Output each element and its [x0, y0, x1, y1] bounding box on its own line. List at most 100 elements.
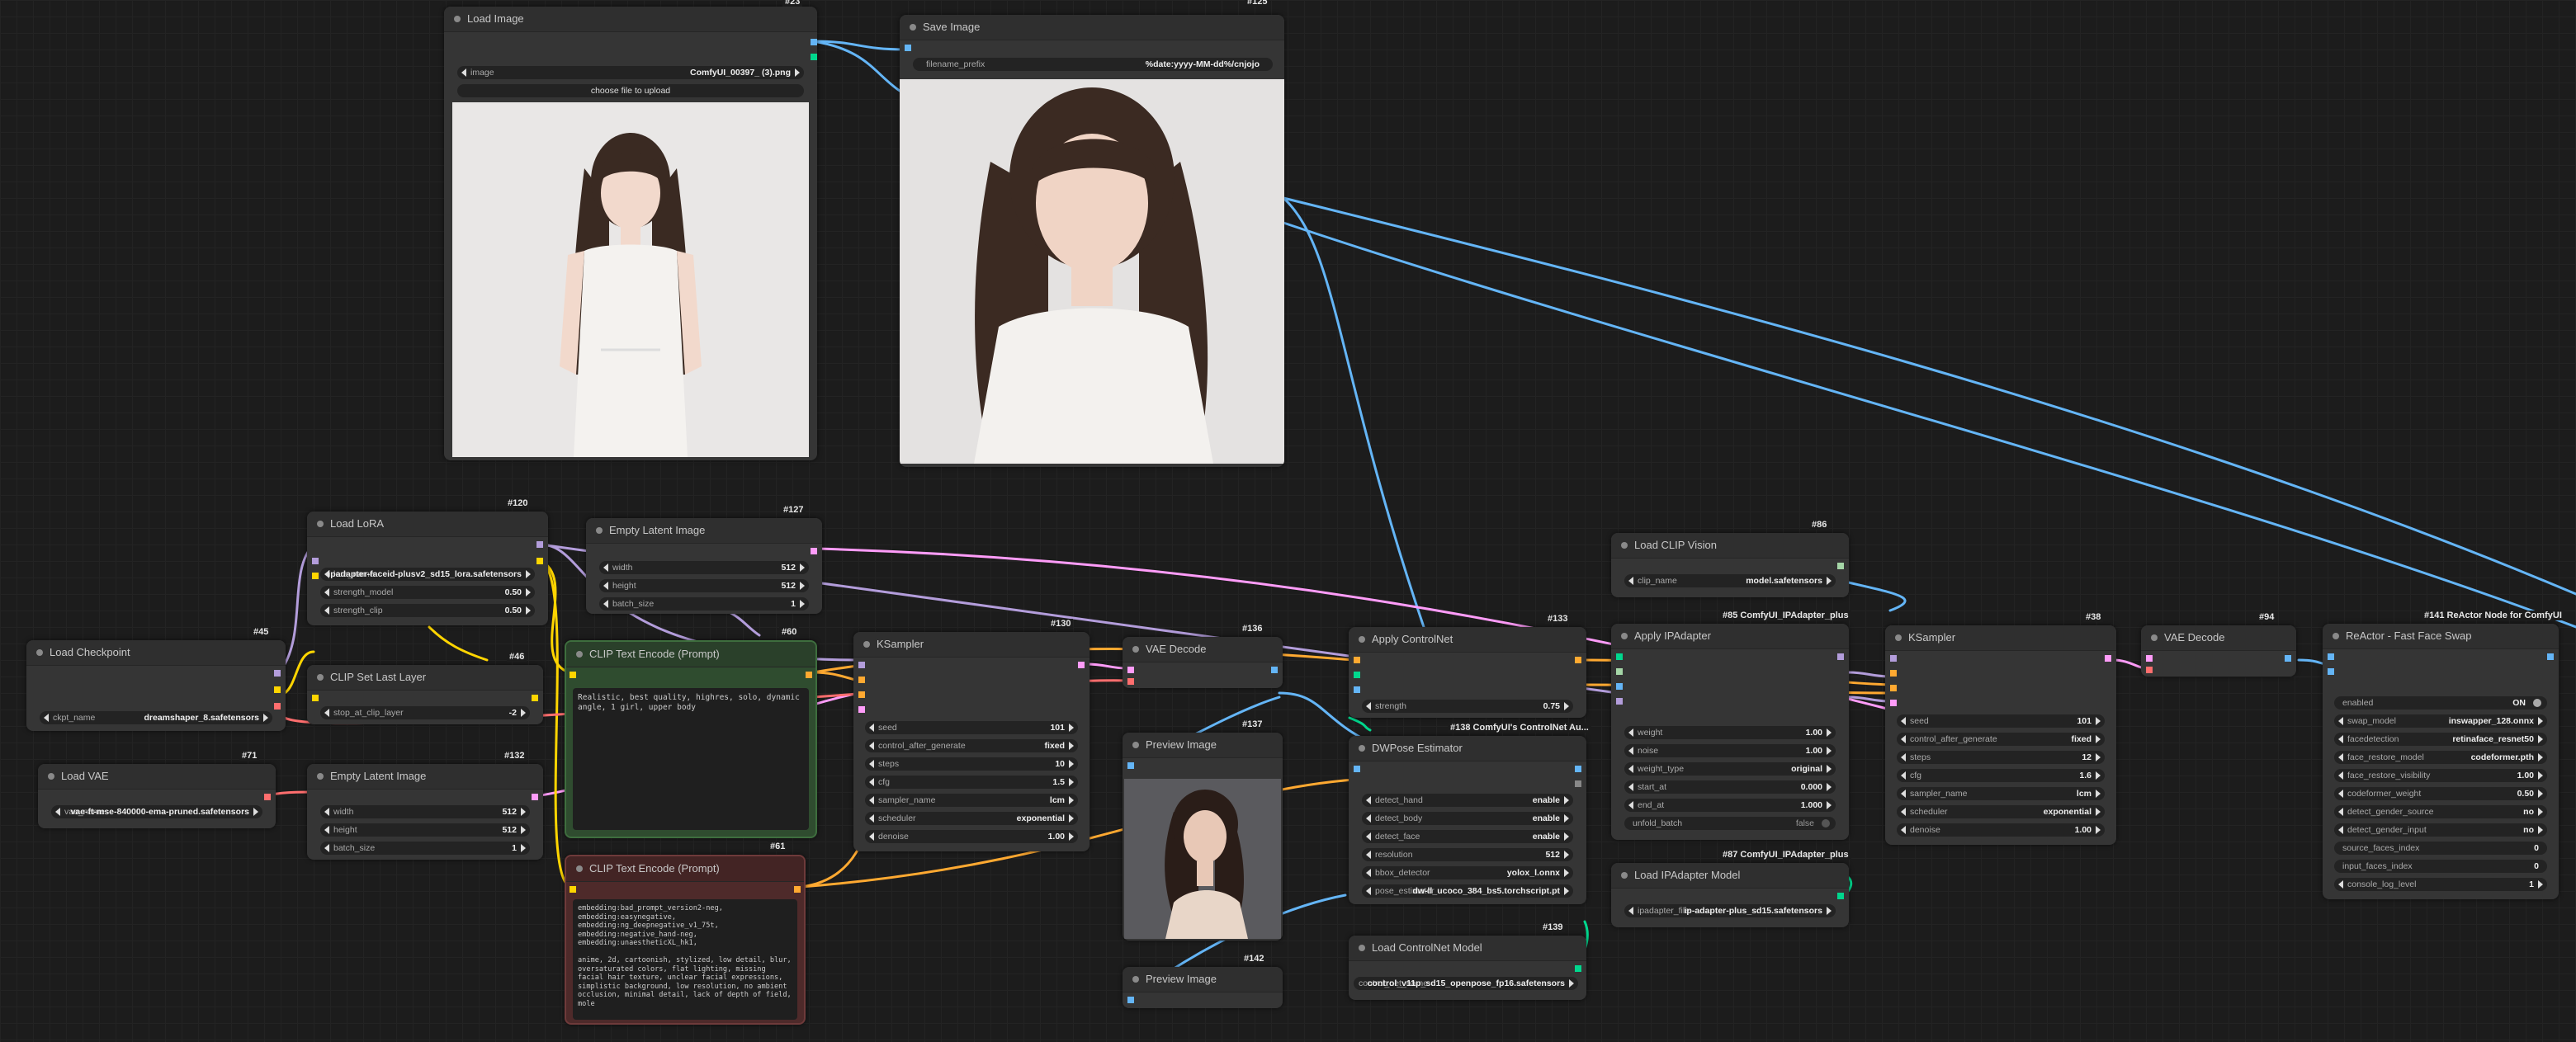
node-title-bar[interactable]: Save Image — [900, 15, 1284, 40]
arrow-left-icon[interactable] — [324, 826, 329, 834]
arrow-right-icon[interactable] — [2538, 771, 2543, 780]
output-port-clip[interactable] — [532, 695, 538, 701]
arrow-left-icon[interactable] — [869, 832, 874, 841]
arrow-left-icon[interactable] — [324, 709, 329, 717]
arrow-left-icon[interactable] — [2338, 771, 2343, 780]
output-port-image[interactable] — [1271, 667, 1278, 673]
arrow-right-icon[interactable] — [2096, 826, 2101, 834]
filename-prefix-field[interactable]: filename_prefix %date:yyyy-MM-dd%/cnjojo — [913, 58, 1273, 71]
node-clip-text-positive[interactable]: CLIP Text Encode (Prompt) Realistic, bes… — [565, 640, 817, 838]
arrow-left-icon[interactable] — [1628, 577, 1633, 585]
arrow-right-icon[interactable] — [1564, 702, 1569, 710]
output-port-clip-vision[interactable] — [1837, 563, 1844, 569]
node-load-image[interactable]: Load Image image ComfyUI_00397_ (3).png … — [444, 7, 817, 460]
width-field[interactable]: width 512 — [599, 561, 809, 574]
arrow-right-icon[interactable] — [1069, 832, 1074, 841]
arrow-left-icon[interactable] — [869, 760, 874, 768]
arrow-left-icon[interactable] — [1901, 735, 1906, 743]
node-title-bar[interactable]: Empty Latent Image — [586, 518, 822, 544]
arrow-left-icon[interactable] — [2338, 808, 2343, 816]
node-title-bar[interactable]: Apply ControlNet — [1349, 627, 1586, 653]
input-port-negative[interactable] — [858, 691, 865, 698]
node-title-bar[interactable]: Preview Image — [1123, 733, 1283, 758]
arrow-right-icon[interactable] — [1827, 728, 1832, 737]
arrow-right-icon[interactable] — [521, 709, 526, 717]
arrow-right-icon[interactable] — [1827, 765, 1832, 773]
node-title-bar[interactable]: Load CLIP Vision — [1611, 533, 1849, 559]
input-port-samples[interactable] — [1127, 667, 1134, 673]
node-clip-text-negative[interactable]: CLIP Text Encode (Prompt) embedding:bad_… — [565, 855, 806, 1025]
node-title-bar[interactable]: Load Image — [444, 7, 817, 32]
arrow-right-icon[interactable] — [2538, 735, 2543, 743]
node-title-bar[interactable]: Load VAE — [38, 764, 276, 790]
node-clip-set-last-layer[interactable]: CLIP Set Last Layer stop_at_clip_layer -… — [307, 665, 543, 724]
arrow-left-icon[interactable] — [461, 68, 466, 77]
arrow-left-icon[interactable] — [2338, 826, 2343, 834]
output-port-control-net[interactable] — [1575, 965, 1581, 972]
output-port-clip[interactable] — [536, 558, 543, 564]
arrow-right-icon[interactable] — [1069, 778, 1074, 786]
arrow-left-icon[interactable] — [2338, 880, 2343, 889]
strength-model-field[interactable]: strength_model 0.50 — [320, 586, 535, 599]
arrow-left-icon[interactable] — [324, 844, 329, 852]
arrow-left-icon[interactable] — [1901, 790, 1906, 798]
arrow-left-icon[interactable] — [1366, 814, 1371, 823]
arrow-left-icon[interactable] — [324, 570, 329, 578]
collapse-dot-icon[interactable] — [48, 773, 54, 780]
arrow-right-icon[interactable] — [526, 606, 531, 615]
arrow-left-icon[interactable] — [1366, 869, 1371, 877]
arrow-left-icon[interactable] — [1628, 747, 1633, 755]
stop-at-clip-layer-field[interactable]: stop_at_clip_layer -2 — [320, 706, 530, 719]
input-port-clip[interactable] — [570, 886, 576, 893]
node-title-bar[interactable]: ReActor - Fast Face Swap — [2323, 624, 2559, 649]
node-vae-decode-1[interactable]: VAE Decode — [1123, 637, 1283, 688]
input-port-clip-vision[interactable] — [1616, 668, 1623, 675]
arrow-left-icon[interactable] — [869, 778, 874, 786]
arrow-left-icon[interactable] — [2338, 790, 2343, 798]
node-load-lora[interactable]: Load LoRA lora_name ipadapter-faceid-plu… — [307, 512, 548, 625]
arrow-left-icon[interactable] — [1628, 783, 1633, 791]
arrow-right-icon[interactable] — [1564, 814, 1569, 823]
arrow-right-icon[interactable] — [1564, 887, 1569, 895]
node-empty-latent-top[interactable]: Empty Latent Image width 512 height 512 … — [586, 518, 822, 614]
arrow-right-icon[interactable] — [253, 808, 258, 816]
collapse-dot-icon[interactable] — [863, 641, 870, 648]
input-port-images[interactable] — [905, 45, 911, 51]
output-port-model[interactable] — [536, 541, 543, 548]
input-port-samples[interactable] — [2146, 655, 2153, 662]
arrow-right-icon[interactable] — [2096, 808, 2101, 816]
arrow-left-icon[interactable] — [2338, 753, 2343, 761]
height-field[interactable]: height 512 — [320, 823, 530, 837]
arrow-left-icon[interactable] — [1628, 907, 1633, 915]
arrow-left-icon[interactable] — [324, 606, 329, 615]
arrow-left-icon[interactable] — [1366, 851, 1371, 859]
collapse-dot-icon[interactable] — [1621, 872, 1628, 879]
input-port-model[interactable] — [312, 558, 319, 564]
collapse-dot-icon[interactable] — [454, 16, 461, 22]
node-title-bar[interactable]: CLIP Text Encode (Prompt) — [566, 856, 804, 882]
input-port-negative[interactable] — [1890, 685, 1897, 691]
input-port-source-image[interactable] — [2328, 668, 2334, 675]
arrow-right-icon[interactable] — [800, 582, 805, 590]
upload-button[interactable]: choose file to upload — [457, 84, 804, 97]
arrow-right-icon[interactable] — [1069, 814, 1074, 823]
node-title-bar[interactable]: Load IPAdapter Model — [1611, 863, 1849, 889]
input-port-image[interactable] — [1354, 686, 1360, 693]
arrow-right-icon[interactable] — [263, 714, 268, 722]
input-port-conditioning[interactable] — [1354, 657, 1360, 663]
